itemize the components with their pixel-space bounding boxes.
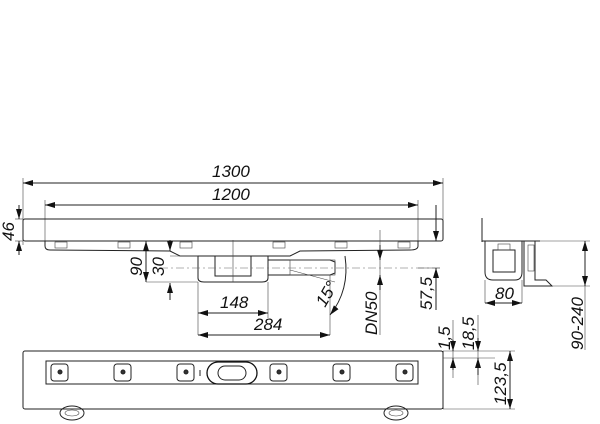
dim-284: 284 [253,315,282,334]
dim-148: 148 [220,293,249,312]
dim-80: 80 [495,284,514,303]
dim-18-5: 18,5 [459,316,478,350]
channel-body [44,241,419,257]
dim-1200: 1200 [212,185,250,204]
dim-46: 46 [0,222,18,241]
dim-30: 30 [149,257,168,276]
dim-1300: 1300 [212,162,250,181]
grate-strip [45,360,419,385]
side-view: 80 90-240 [481,218,590,350]
dim-123-5: 123,5 [491,362,510,405]
dim-90: 90 [127,257,146,276]
dim-dn50: DN50 [362,291,381,335]
foot-right [383,405,409,421]
mounting-brackets [54,241,411,249]
dim-90-240: 90-240 [568,297,587,350]
drain-outlet-oval [206,361,258,385]
top-view: 1,5 18,5 123,5 [22,315,515,421]
dim-1-5: 1,5 [435,326,454,350]
drain-trap [197,240,336,283]
foot-left [59,405,85,421]
fixing-holes [50,363,414,382]
dim-57-5: 57,5 [417,276,436,310]
